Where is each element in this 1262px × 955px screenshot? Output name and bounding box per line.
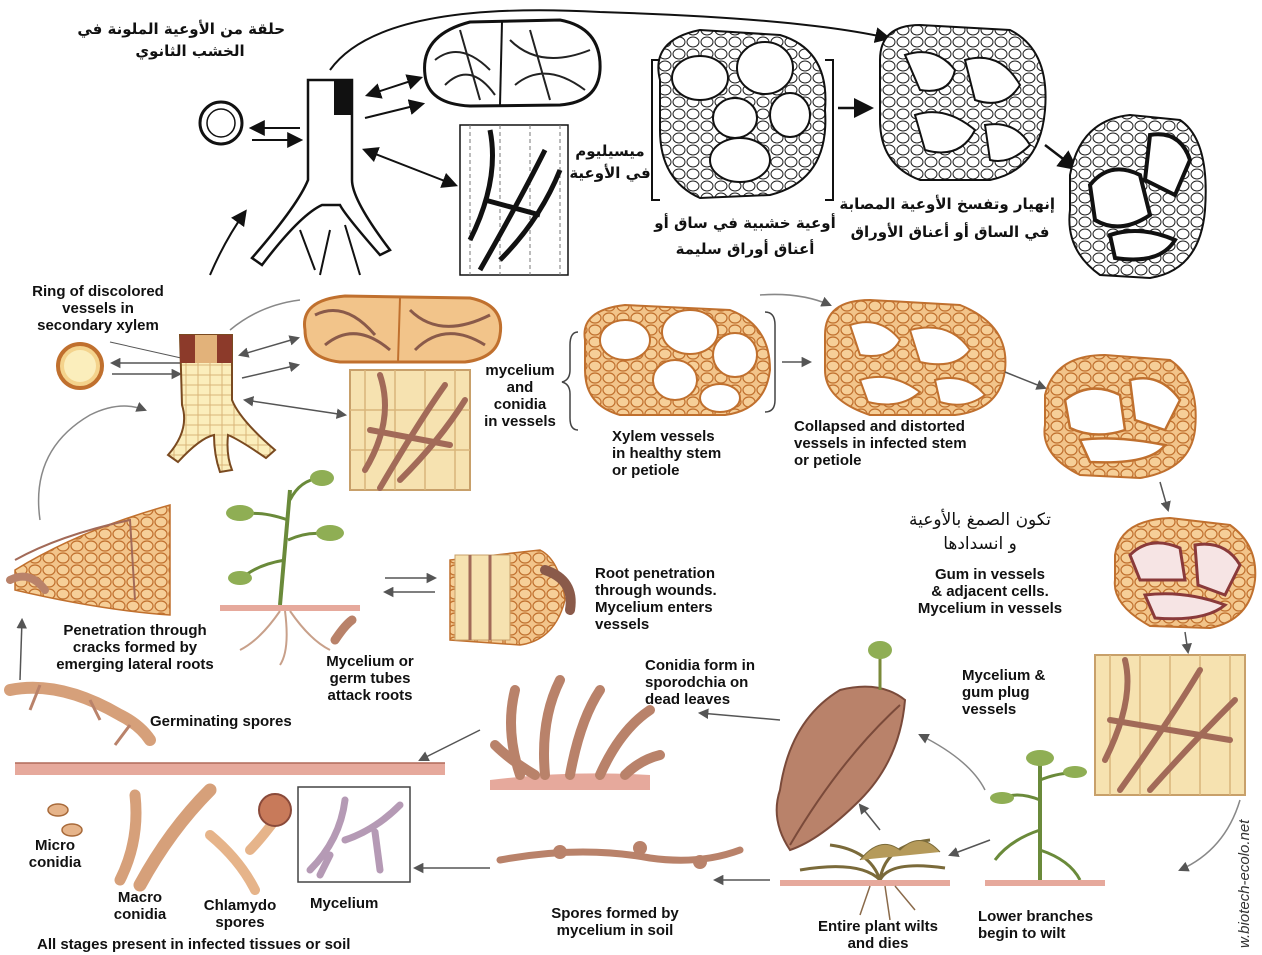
ring-line-3: secondary xylem	[8, 317, 188, 334]
root-penetration-line-2: through wounds.	[595, 582, 717, 599]
xylem-healthy-line-3: or petiole	[612, 462, 721, 479]
collapsed-line-2: vessels in infected stem	[794, 435, 967, 452]
arabic-collapse-line-1: إنهيار وتفسخ الأوعية المصابة	[845, 190, 1055, 218]
gum-line-2: & adjacent cells.	[885, 583, 1095, 600]
microconidia	[48, 804, 68, 816]
macro-line-2: conidia	[105, 906, 175, 923]
xylem-healthy-line-1: Xylem vessels	[612, 428, 721, 445]
mycelium-germ-line-1: Mycelium or	[305, 653, 435, 670]
arabic-gum-label: تكون الصمغ بالأوعية و انسدادها	[870, 508, 1090, 556]
conidia-form-label: Conidia form in sporodchia on dead leave…	[645, 657, 755, 708]
xylem-healthy-label: Xylem vessels in healthy stem or petiole	[612, 428, 721, 479]
penetration-cracks-line-3: emerging lateral roots	[20, 656, 250, 673]
micro-line-1: Micro	[25, 837, 85, 854]
arabic-ring-label: حلقة من الأوعية الملونة في الخشب الثانوي	[95, 18, 285, 62]
lower-branches-wilt-plant	[985, 750, 1105, 886]
chlamydo-label: Chlamydo spores	[190, 897, 290, 931]
arabic-gum-line-2: و انسدادها	[870, 532, 1090, 556]
gum-line-1: Gum in vessels	[885, 566, 1095, 583]
mycelium-box-label: Mycelium	[310, 895, 378, 912]
mycelium-germ-label: Mycelium or germ tubes attack roots	[305, 653, 435, 704]
lower-branches-label: Lower branches begin to wilt	[978, 908, 1093, 942]
arabic-ring-line-1: حلقة من الأوعية الملونة في	[95, 18, 285, 40]
all-stages-label: All stages present in infected tissues o…	[37, 936, 350, 953]
arabic-collapse-line-2: في الساق أو أعناق الأوراق	[845, 218, 1055, 246]
conidia-form-line-2: sporodchia on	[645, 674, 755, 691]
macro-label: Macro conidia	[105, 889, 175, 923]
bw-infected-cells	[425, 20, 601, 106]
ring-label: Ring of discolored vessels in secondary …	[8, 283, 188, 334]
spores-soil-line-1: Spores formed by	[520, 905, 710, 922]
germinating-line-1: Germinating spores	[150, 713, 292, 730]
ring-line-2: vessels in	[8, 300, 188, 317]
xylem-healthy-line-2: in healthy stem	[612, 445, 721, 462]
mycelium-conidia-line-4: in vessels	[470, 413, 570, 430]
root-crack-penetration	[15, 505, 170, 615]
chlamydo-line-2: spores	[190, 914, 290, 931]
mycelium-germ-line-2: germ tubes	[305, 670, 435, 687]
collapsed-label: Collapsed and distorted vessels in infec…	[794, 418, 967, 469]
mycelium-conidia-label: mycelium and conidia in vessels	[470, 362, 570, 430]
arabic-collapse-label: إنهيار وتفسخ الأوعية المصابة في الساق أو…	[845, 190, 1055, 246]
watermark: w.biotech-ecolo.net	[1236, 820, 1253, 948]
arabic-gum-line-1: تكون الصمغ بالأوعية	[870, 508, 1090, 532]
macro-line-1: Macro	[105, 889, 175, 906]
arabic-healthy-line-1: أوعية خشبية في ساق أو	[645, 210, 845, 236]
lower-branches-line-2: begin to wilt	[978, 925, 1093, 942]
mycelium-box-line-1: Mycelium	[310, 895, 378, 912]
micro-line-2: conidia	[25, 854, 85, 871]
bw-stem	[252, 80, 390, 265]
gum-plug-line-2: gum plug	[962, 684, 1045, 701]
penetration-cracks-line-2: cracks formed by	[20, 639, 250, 656]
germinating-label: Germinating spores	[150, 713, 292, 730]
root-penetration-line-3: Mycelium enters	[595, 599, 717, 616]
gum-plug-label: Mycelium & gum plug vessels	[962, 667, 1045, 718]
collapsed-line-3: or petiole	[794, 452, 967, 469]
all-stages-line-1: All stages present in infected tissues o…	[37, 936, 350, 953]
mycelium-germ-line-3: attack roots	[305, 687, 435, 704]
ring-line-1: Ring of discolored	[8, 283, 188, 300]
arabic-healthy-label: أوعية خشبية في ساق أو أعناق أوراق سليمة	[645, 210, 845, 262]
penetration-cracks-label: Penetration through cracks formed by eme…	[20, 622, 250, 673]
bw-collapsed-xylem	[880, 25, 1046, 180]
collapsed-line-1: Collapsed and distorted	[794, 418, 967, 435]
chlamydospores	[210, 820, 275, 890]
spores-soil-label: Spores formed by mycelium in soil	[520, 905, 710, 939]
conidia-form-line-3: dead leaves	[645, 691, 755, 708]
gum-plug-line-1: Mycelium &	[962, 667, 1045, 684]
root-penetration-label: Root penetration through wounds. Myceliu…	[595, 565, 717, 633]
soil-strip	[15, 763, 445, 775]
root-penetration-line-1: Root penetration	[595, 565, 717, 582]
entire-wilt-line-1: Entire plant wilts	[788, 918, 968, 935]
bw-vessel-mycelium	[460, 125, 568, 275]
entire-wilt-line-2: and dies	[788, 935, 968, 952]
arabic-ring-line-2: الخشب الثانوي	[95, 40, 285, 62]
entire-wilt-label: Entire plant wilts and dies	[788, 918, 968, 952]
infected-cells-color	[305, 296, 501, 362]
germinating-spores	[10, 688, 150, 740]
arabic-mycelium-label: ميسيليوم في الأوعية	[565, 140, 655, 184]
sporodochia	[490, 680, 660, 790]
entire-plant-wilt	[780, 840, 950, 920]
mycelium-conidia-line-2: and	[470, 379, 570, 396]
gum-plug-line-3: vessels	[962, 701, 1045, 718]
gum-label: Gum in vessels & adjacent cells. Myceliu…	[885, 566, 1095, 617]
gum-line-3: Mycelium in vessels	[885, 600, 1095, 617]
lower-branches-line-1: Lower branches	[978, 908, 1093, 925]
conidia-form-line-1: Conidia form in	[645, 657, 755, 674]
arabic-mycelium-line-2: في الأوعية	[565, 162, 655, 184]
micro-label: Micro conidia	[25, 837, 85, 871]
arabic-mycelium-line-1: ميسيليوم	[565, 140, 655, 162]
macroconidia	[140, 790, 210, 885]
root-penetration-line-4: vessels	[595, 616, 717, 633]
chlamydo-line-1: Chlamydo	[190, 897, 290, 914]
mycelium-conidia-line-3: conidia	[470, 396, 570, 413]
penetration-cracks-line-1: Penetration through	[20, 622, 250, 639]
arabic-healthy-line-2: أعناق أوراق سليمة	[645, 236, 845, 262]
spores-soil-line-2: mycelium in soil	[520, 922, 710, 939]
mycelium-conidia-line-1: mycelium	[470, 362, 570, 379]
